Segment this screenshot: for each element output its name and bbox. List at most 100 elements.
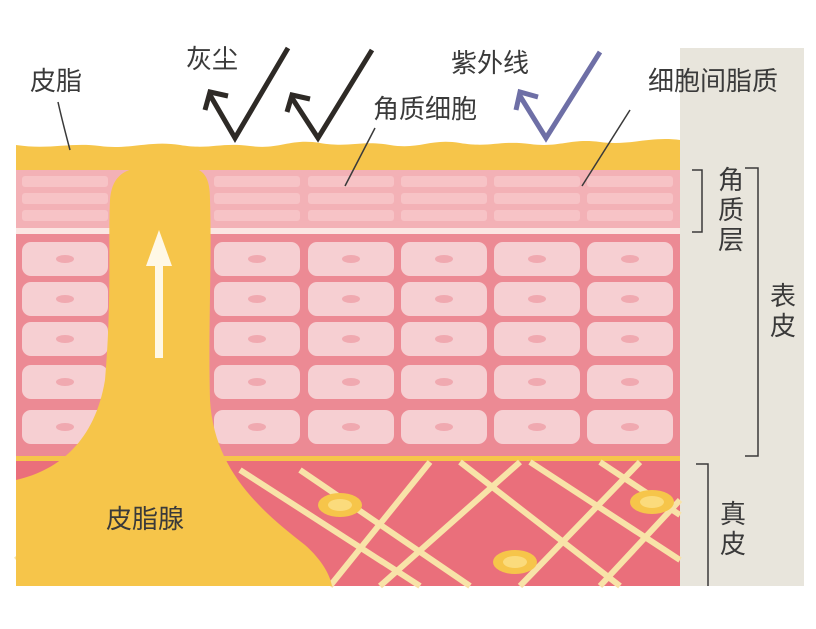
- cell-nucleus: [56, 335, 74, 343]
- keratinocyte: [587, 322, 673, 356]
- cell-nucleus: [621, 423, 639, 431]
- sebum-flow-arrow: [146, 230, 172, 358]
- keratinocyte: [214, 282, 300, 316]
- cell-nucleus: [248, 378, 266, 386]
- keratinocyte: [308, 410, 394, 444]
- label-intercellular-lipid: 细胞间脂质: [648, 67, 779, 97]
- keratinocyte: [587, 365, 673, 399]
- side-panel: [680, 48, 804, 586]
- uv-arrow: [513, 50, 603, 143]
- cell-nucleus: [342, 378, 360, 386]
- cell-nucleus: [528, 423, 546, 431]
- keratinocyte: [308, 242, 394, 276]
- corneocyte-leader: [344, 127, 376, 187]
- corneocyte-stripe: [587, 210, 673, 221]
- keratinocyte: [214, 365, 300, 399]
- keratinocyte: [214, 410, 300, 444]
- dust-arrows: [202, 46, 375, 143]
- cell-nucleus: [528, 335, 546, 343]
- lipid-leader: [581, 109, 631, 187]
- keratinocyte: [494, 322, 580, 356]
- cell-nucleus: [342, 423, 360, 431]
- cell-nucleus: [621, 378, 639, 386]
- cell-nucleus: [435, 335, 453, 343]
- label-epidermis: 表皮: [769, 282, 796, 342]
- cell-nucleus: [528, 255, 546, 263]
- corneocyte-stripe: [214, 210, 300, 221]
- corneocyte-stripe: [494, 176, 580, 187]
- sebum-layer: [16, 139, 680, 170]
- cell-nucleus: [435, 255, 453, 263]
- keratinocyte: [587, 282, 673, 316]
- keratinocyte: [401, 242, 487, 276]
- cell-nucleus: [342, 335, 360, 343]
- cell-nucleus: [248, 255, 266, 263]
- keratinocyte: [308, 322, 394, 356]
- corneocyte-stripe: [22, 193, 108, 204]
- cell-nucleus: [342, 295, 360, 303]
- cell-nucleus: [248, 423, 266, 431]
- epidermis-bracket: [745, 167, 759, 457]
- corneocyte-stripe: [22, 176, 108, 187]
- corneocyte-stripe: [308, 210, 394, 221]
- keratinocyte: [401, 365, 487, 399]
- corneocyte-stripe: [214, 193, 300, 204]
- corneocyte-stripe: [308, 176, 394, 187]
- keratinocyte: [308, 365, 394, 399]
- cell-nucleus: [342, 255, 360, 263]
- label-dust: 灰尘: [186, 45, 239, 75]
- keratinocyte: [401, 282, 487, 316]
- sebaceous-gland: [16, 166, 332, 586]
- cell-nucleus: [621, 335, 639, 343]
- keratinocyte: [494, 242, 580, 276]
- keratinocyte: [587, 242, 673, 276]
- cell-nucleus: [248, 295, 266, 303]
- corneocyte-stripe: [494, 193, 580, 204]
- cell-nucleus: [56, 255, 74, 263]
- cell-nucleus: [435, 378, 453, 386]
- keratinocyte: [214, 322, 300, 356]
- keratinocyte: [494, 365, 580, 399]
- cell-nucleus: [621, 255, 639, 263]
- corneocyte-stripe: [587, 176, 673, 187]
- keratinocyte: [22, 242, 108, 276]
- label-stratum-corneum: 角质层: [717, 166, 744, 256]
- keratinocyte: [401, 410, 487, 444]
- cell-nucleus: [621, 295, 639, 303]
- corneocyte-stripe: [401, 193, 487, 204]
- corneocyte-stripe: [401, 176, 487, 187]
- label-corneocyte: 角质细胞: [373, 95, 478, 125]
- keratinocyte: [214, 242, 300, 276]
- label-dermis: 真皮: [719, 500, 746, 560]
- label-sebaceous-gland: 皮脂腺: [106, 505, 185, 535]
- layer-brackets: [692, 167, 759, 586]
- corneocyte-rows: [22, 176, 673, 221]
- sebum-leader: [57, 101, 71, 151]
- corneocyte-stripe: [587, 193, 673, 204]
- label-sebum: 皮脂: [30, 67, 83, 97]
- cell-nucleus: [56, 423, 74, 431]
- fat-globules: [318, 490, 674, 574]
- keratinocyte: [401, 322, 487, 356]
- cell-nucleus: [248, 335, 266, 343]
- cell-nucleus: [56, 295, 74, 303]
- cell-nucleus: [528, 378, 546, 386]
- corneocyte-stripe: [401, 210, 487, 221]
- corneocyte-stripe: [494, 210, 580, 221]
- dermis-bracket: [696, 463, 709, 586]
- cell-nucleus: [56, 378, 74, 386]
- corneocyte-stripe: [22, 210, 108, 221]
- keratinocyte: [587, 410, 673, 444]
- keratinocyte-grid: [22, 242, 673, 444]
- cell-nucleus: [435, 423, 453, 431]
- corneocyte-stripe: [214, 176, 300, 187]
- keratinocyte: [22, 282, 108, 316]
- keratinocyte: [494, 282, 580, 316]
- keratinocyte: [494, 410, 580, 444]
- corneum-bracket: [692, 169, 703, 233]
- keratinocyte: [22, 365, 108, 399]
- cell-nucleus: [528, 295, 546, 303]
- keratinocyte: [308, 282, 394, 316]
